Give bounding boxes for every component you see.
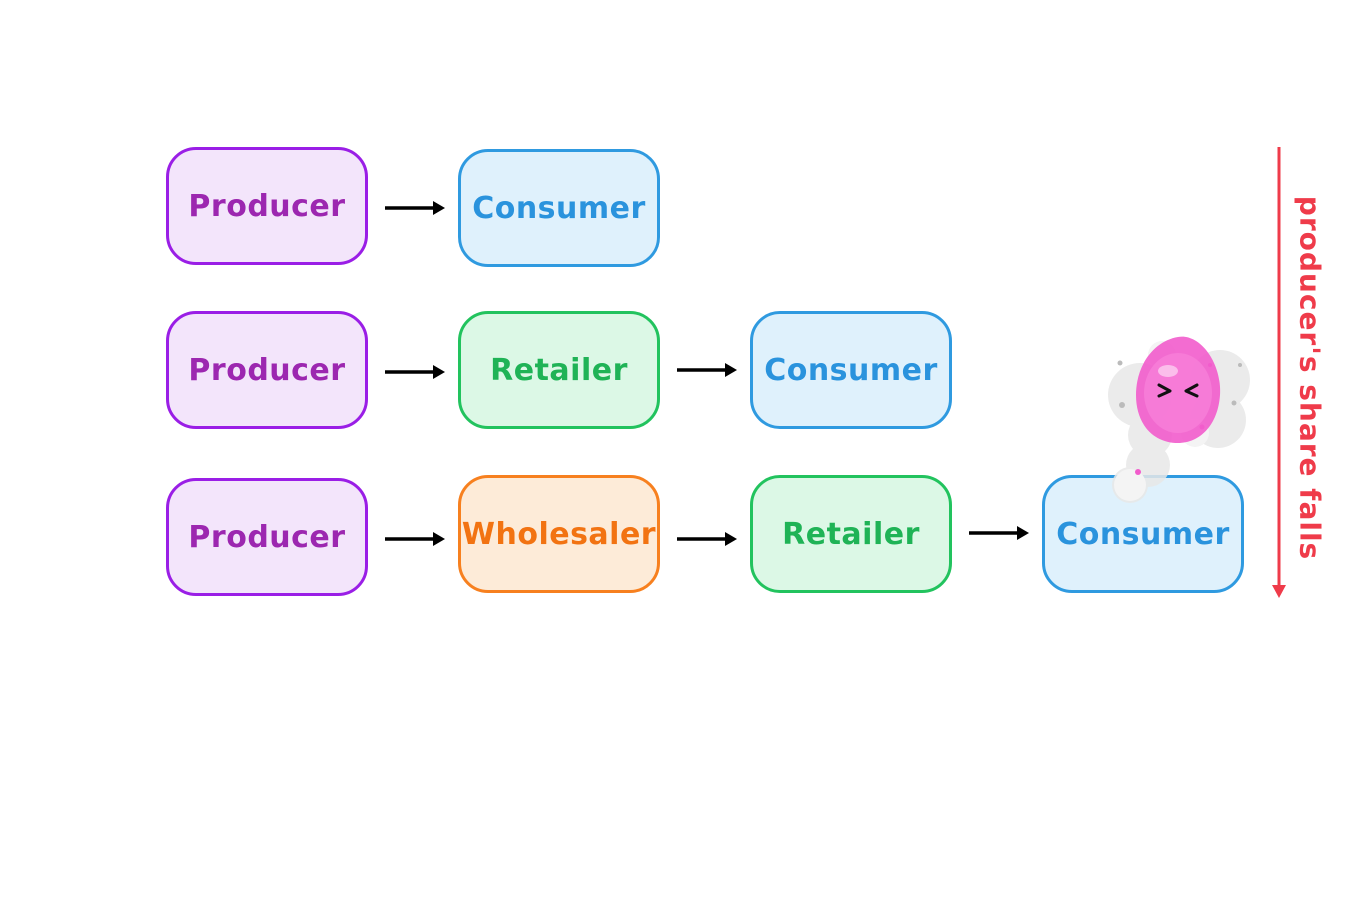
arrow-row1-1 — [385, 200, 447, 216]
node-consumer-row1: Consumer — [458, 149, 660, 267]
node-consumer-row3: Consumer — [1042, 475, 1244, 593]
node-retailer-row2: Retailer — [458, 311, 660, 429]
node-wholesaler-row3: Wholesaler — [458, 475, 660, 593]
arrow-row3-1 — [385, 531, 447, 547]
side-note-label: producer's share falls — [1293, 195, 1327, 561]
sad-pink-blob-icon — [1100, 325, 1260, 519]
node-producer-row3: Producer — [166, 478, 368, 596]
arrow-row3-2 — [677, 531, 739, 547]
node-producer-row1: Producer — [166, 147, 368, 265]
arrow-row2-2 — [677, 362, 739, 378]
down-arrow — [1268, 145, 1290, 605]
node-retailer-row3: Retailer — [750, 475, 952, 593]
arrow-row3-3 — [969, 525, 1031, 541]
node-consumer-row2: Consumer — [750, 311, 952, 429]
arrow-row2-1 — [385, 364, 447, 380]
node-producer-row2: Producer — [166, 311, 368, 429]
